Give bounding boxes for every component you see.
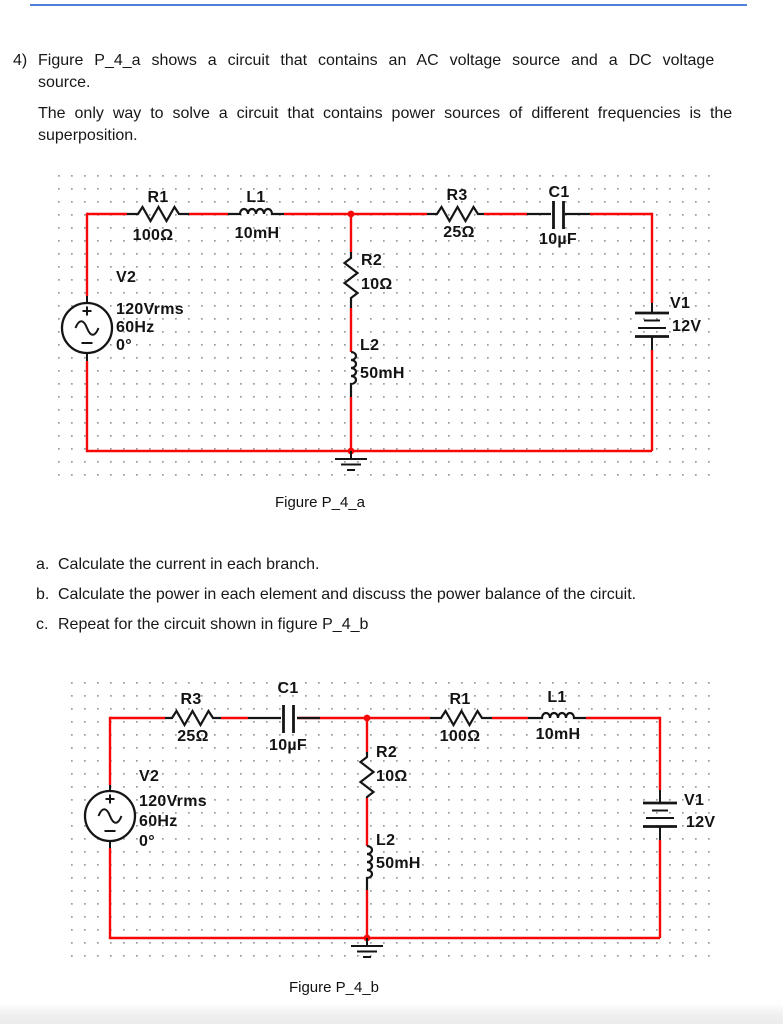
question-a-label: a. [36, 556, 50, 573]
resistor-r3-symbol [165, 708, 221, 728]
plus-sign [82, 306, 92, 316]
figure-a-caption: Figure P_4_a [274, 494, 366, 511]
v1-value: 12V [686, 814, 715, 831]
intro-line-2: source. [38, 74, 91, 91]
v2-voltage: 120Vrms [116, 301, 184, 318]
capacitor-c1-symbol [248, 705, 320, 733]
v2-label: V2 [116, 269, 136, 286]
r2-label: R2 [376, 744, 397, 761]
question-b-text: Calculate the power in each element and … [58, 586, 637, 603]
c1-value: 10µF [539, 231, 577, 248]
c1-value: 10µF [269, 737, 307, 754]
l1-label: L1 [246, 189, 265, 206]
resistor-r2-symbol [358, 752, 376, 798]
r2-value: 10Ω [376, 768, 408, 785]
resistor-r1-symbol [127, 204, 189, 224]
l2-value: 50mH [360, 365, 405, 382]
intro-line-1: Figure P_4_a shows a circuit that contai… [38, 52, 715, 69]
inductor-l2-symbol [365, 844, 374, 890]
problem-number: 4) [13, 52, 28, 69]
ground-icon [335, 451, 367, 471]
v2-label: V2 [139, 768, 159, 785]
figure-b-grid [68, 677, 717, 965]
v2-phase: 0° [116, 337, 132, 354]
sine-wave-icon [74, 320, 100, 336]
v1-value: 12V [672, 318, 701, 335]
figure-a-circuit: R1 100Ω L1 10mH R3 25Ω C1 10µF R2 10Ω L2… [58, 174, 717, 477]
intro-line-3: The only way to solve a circuit that con… [38, 105, 733, 122]
dc-battery-v1-icon [643, 790, 677, 840]
resistor-r1-symbol [430, 708, 492, 728]
l1-value: 10mH [235, 225, 280, 242]
sine-wave-icon [97, 808, 123, 824]
figure-b-caption: Figure P_4_b [288, 979, 380, 996]
r2-label: R2 [361, 252, 382, 269]
v2-voltage: 120Vrms [139, 793, 207, 810]
inductor-l1-symbol [528, 711, 586, 720]
r3-value: 25Ω [177, 728, 209, 745]
l2-value: 50mH [376, 855, 421, 872]
v2-frequency: 60Hz [139, 813, 178, 830]
l1-label: L1 [547, 689, 566, 706]
inductor-l1-symbol [228, 207, 284, 216]
ac-source-v2-icon [60, 296, 114, 361]
r1-value: 100Ω [440, 728, 481, 745]
intro-line-4: superposition. [38, 127, 138, 144]
top-blue-rule [30, 4, 747, 6]
l2-label: L2 [360, 337, 379, 354]
r3-label: R3 [180, 691, 201, 708]
l2-label: L2 [376, 832, 395, 849]
dc-battery-v1-icon [635, 303, 669, 350]
ac-source-v2-icon [83, 785, 137, 848]
inductor-l2-symbol [349, 350, 358, 397]
r3-label: R3 [446, 187, 467, 204]
question-c-text: Repeat for the circuit shown in figure P… [58, 616, 369, 633]
resistor-r3-symbol [427, 204, 484, 224]
v2-frequency: 60Hz [116, 319, 155, 336]
c1-label: C1 [548, 184, 569, 201]
figure-a-wires [85, 212, 654, 453]
figure-a-grid [58, 174, 717, 477]
question-b-label: b. [36, 586, 50, 603]
r1-label: R1 [449, 691, 470, 708]
v1-label: V1 [670, 295, 690, 312]
junction-dot [363, 714, 371, 722]
v2-phase: 0° [139, 833, 155, 850]
r1-label: R1 [147, 189, 168, 206]
c1-label: C1 [277, 680, 298, 697]
capacitor-c1-symbol [527, 201, 590, 229]
r2-value: 10Ω [361, 276, 393, 293]
junction-dot [347, 210, 355, 218]
figure-b-circuit: R3 25Ω C1 10µF R1 100Ω L1 10mH R2 10Ω L2… [68, 677, 717, 965]
bottom-shade [0, 1003, 783, 1024]
figure-b-wires [108, 716, 662, 940]
r1-value: 100Ω [133, 227, 174, 244]
v1-label: V1 [684, 792, 704, 809]
ground-icon [351, 938, 383, 958]
question-c-label: c. [36, 616, 49, 633]
l1-value: 10mH [536, 726, 581, 743]
plus-sign [105, 794, 115, 804]
question-a-text: Calculate the current in each branch. [58, 556, 320, 573]
r3-value: 25Ω [443, 224, 475, 241]
resistor-r2-symbol [342, 252, 360, 308]
